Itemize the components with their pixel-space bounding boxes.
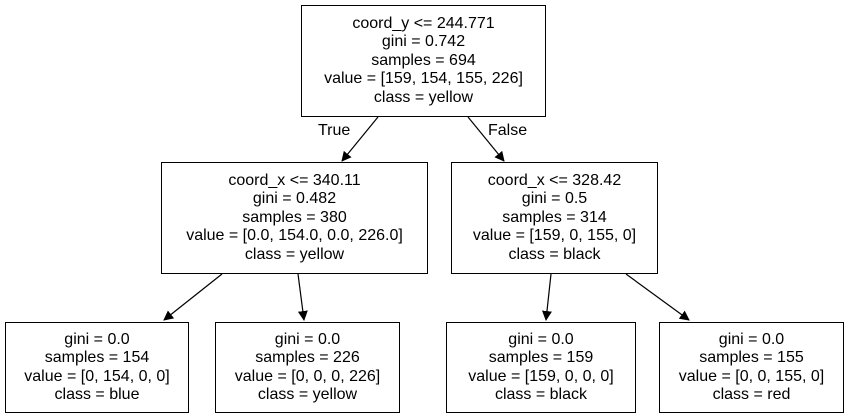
node-class: class = blue <box>54 386 140 403</box>
node-value: value = [159, 154, 155, 226] <box>324 70 523 88</box>
node-gini: gini = 0.742 <box>381 33 466 51</box>
node-samples: samples = 694 <box>371 51 476 69</box>
edge-label-true: True <box>318 122 351 139</box>
node-class: class = yellow <box>244 245 345 263</box>
node-class: class = yellow <box>373 88 474 106</box>
node-gini: gini = 0.0 <box>508 330 574 348</box>
tree-leaf-rr: gini = 0.0 samples = 155 value = [0, 0, … <box>659 322 844 413</box>
tree-leaf-ll: gini = 0.0 samples = 154 value = [0, 154… <box>5 322 189 413</box>
node-gini: gini = 0.482 <box>252 190 337 208</box>
node-samples: samples = 159 <box>488 349 594 366</box>
node-class: class = red <box>712 386 791 403</box>
node-value: value = [0.0, 154.0, 0.0, 226.0] <box>186 227 403 245</box>
edge-root-right <box>467 116 505 162</box>
tree-node-right: coord_x <= 328.42 gini = 0.5 samples = 3… <box>451 162 658 274</box>
edge-right-leaf-rr <box>625 273 690 321</box>
tree-leaf-rl: gini = 0.0 samples = 159 value = [159, 0… <box>446 322 636 413</box>
edge-right-leaf-rl <box>542 273 552 321</box>
node-value: value = [0, 154, 0, 0] <box>24 367 170 385</box>
node-class: class = black <box>508 245 601 263</box>
tree-node-root: coord_y <= 244.771 gini = 0.742 samples … <box>301 5 546 117</box>
edge-root-left <box>341 116 379 162</box>
node-gini: gini = 0.0 <box>64 330 130 348</box>
node-class: class = black <box>494 386 588 403</box>
node-gini: gini = 0.0 <box>274 330 341 348</box>
edge-left-leaf-ll <box>163 273 223 321</box>
node-samples: samples = 314 <box>502 208 607 226</box>
node-samples: samples = 155 <box>699 349 804 366</box>
node-samples: samples = 380 <box>242 208 347 226</box>
node-gini: gini = 0.5 <box>521 190 588 208</box>
node-gini: gini = 0.0 <box>718 330 785 348</box>
edge-label-false: False <box>488 122 528 139</box>
node-class: class = yellow <box>257 386 358 403</box>
node-value: value = [0, 0, 0, 226] <box>234 367 381 385</box>
node-condition: coord_x <= 340.11 <box>228 171 361 189</box>
node-value: value = [159, 0, 0, 0] <box>468 367 614 385</box>
node-condition: coord_y <= 244.771 <box>352 14 495 32</box>
edge-left-leaf-lr <box>297 273 308 321</box>
node-condition: coord_x <= 328.42 <box>487 171 622 189</box>
node-samples: samples = 226 <box>255 349 360 366</box>
node-samples: samples = 154 <box>44 349 150 366</box>
tree-node-left: coord_x <= 340.11 gini = 0.482 samples =… <box>161 162 428 274</box>
tree-leaf-lr: gini = 0.0 samples = 226 value = [0, 0, … <box>215 322 400 413</box>
node-value: value = [159, 0, 155, 0] <box>472 227 637 245</box>
node-value: value = [0, 0, 155, 0] <box>678 367 825 385</box>
